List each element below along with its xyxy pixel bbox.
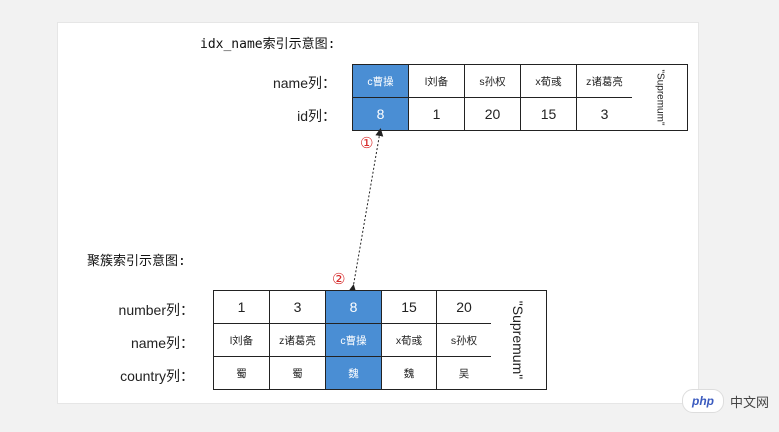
bottom-country-cell-0: 蜀 bbox=[214, 357, 270, 390]
bottom-country-cell-1: 蜀 bbox=[270, 357, 326, 390]
bottom-name-cell-1: z诸葛亮 bbox=[270, 324, 326, 357]
idx-name-table: c曹操 l刘备 s孙权 x荀彧 z诸葛亮 8 1 20 15 3 bbox=[352, 64, 633, 131]
bottom-name-cell-2: c曹操 bbox=[326, 324, 382, 357]
bottom-country-row-label: country列： bbox=[120, 368, 194, 384]
bottom-country-cell-2: 魏 bbox=[326, 357, 382, 390]
top-supremum-record: "Supremum" bbox=[632, 64, 688, 131]
clustered-index-table: 1 3 8 15 20 l刘备 z诸葛亮 c曹操 x荀彧 s孙权 蜀 蜀 魏 魏… bbox=[213, 290, 492, 390]
top-id-row-label: id列： bbox=[297, 108, 336, 124]
top-name-cell-2: s孙权 bbox=[465, 65, 521, 98]
bottom-name-cell-3: x荀彧 bbox=[382, 324, 437, 357]
top-name-cell-4: z诸葛亮 bbox=[577, 65, 633, 98]
bottom-number-cell-1: 3 bbox=[270, 291, 326, 324]
top-id-cell-1: 1 bbox=[409, 98, 465, 131]
top-name-cell-0: c曹操 bbox=[353, 65, 409, 98]
top-id-cell-3: 15 bbox=[521, 98, 577, 131]
watermark-text: 中文网 bbox=[730, 394, 770, 410]
top-id-cell-4: 3 bbox=[577, 98, 633, 131]
idx-name-title: idx_name索引示意图: bbox=[200, 37, 336, 52]
bottom-name-cell-0: l刘备 bbox=[214, 324, 270, 357]
bottom-number-cell-0: 1 bbox=[214, 291, 270, 324]
top-name-cell-3: x荀彧 bbox=[521, 65, 577, 98]
php-logo: php bbox=[682, 389, 724, 413]
top-id-cell-2: 20 bbox=[465, 98, 521, 131]
bottom-name-row-label: name列： bbox=[130, 335, 194, 351]
top-id-cell-0: 8 bbox=[353, 98, 409, 131]
bottom-name-cell-4: s孙权 bbox=[437, 324, 492, 357]
bottom-number-cell-3: 15 bbox=[382, 291, 437, 324]
php-cn-watermark: php 中文网 bbox=[682, 389, 774, 413]
bottom-country-cell-4: 吴 bbox=[437, 357, 492, 390]
top-name-cell-1: l刘备 bbox=[409, 65, 465, 98]
clustered-index-title: 聚簇索引示意图: bbox=[87, 254, 186, 269]
bottom-country-cell-3: 魏 bbox=[382, 357, 437, 390]
marker-two: ② bbox=[332, 271, 346, 288]
bottom-number-row-label: number列： bbox=[118, 302, 194, 318]
top-name-row-label: name列： bbox=[272, 75, 336, 91]
bottom-number-cell-2: 8 bbox=[326, 291, 382, 324]
bottom-supremum-record: "Supremum" bbox=[491, 290, 547, 390]
bottom-supremum-label: "Supremum" bbox=[510, 300, 527, 380]
bottom-number-cell-4: 20 bbox=[437, 291, 492, 324]
